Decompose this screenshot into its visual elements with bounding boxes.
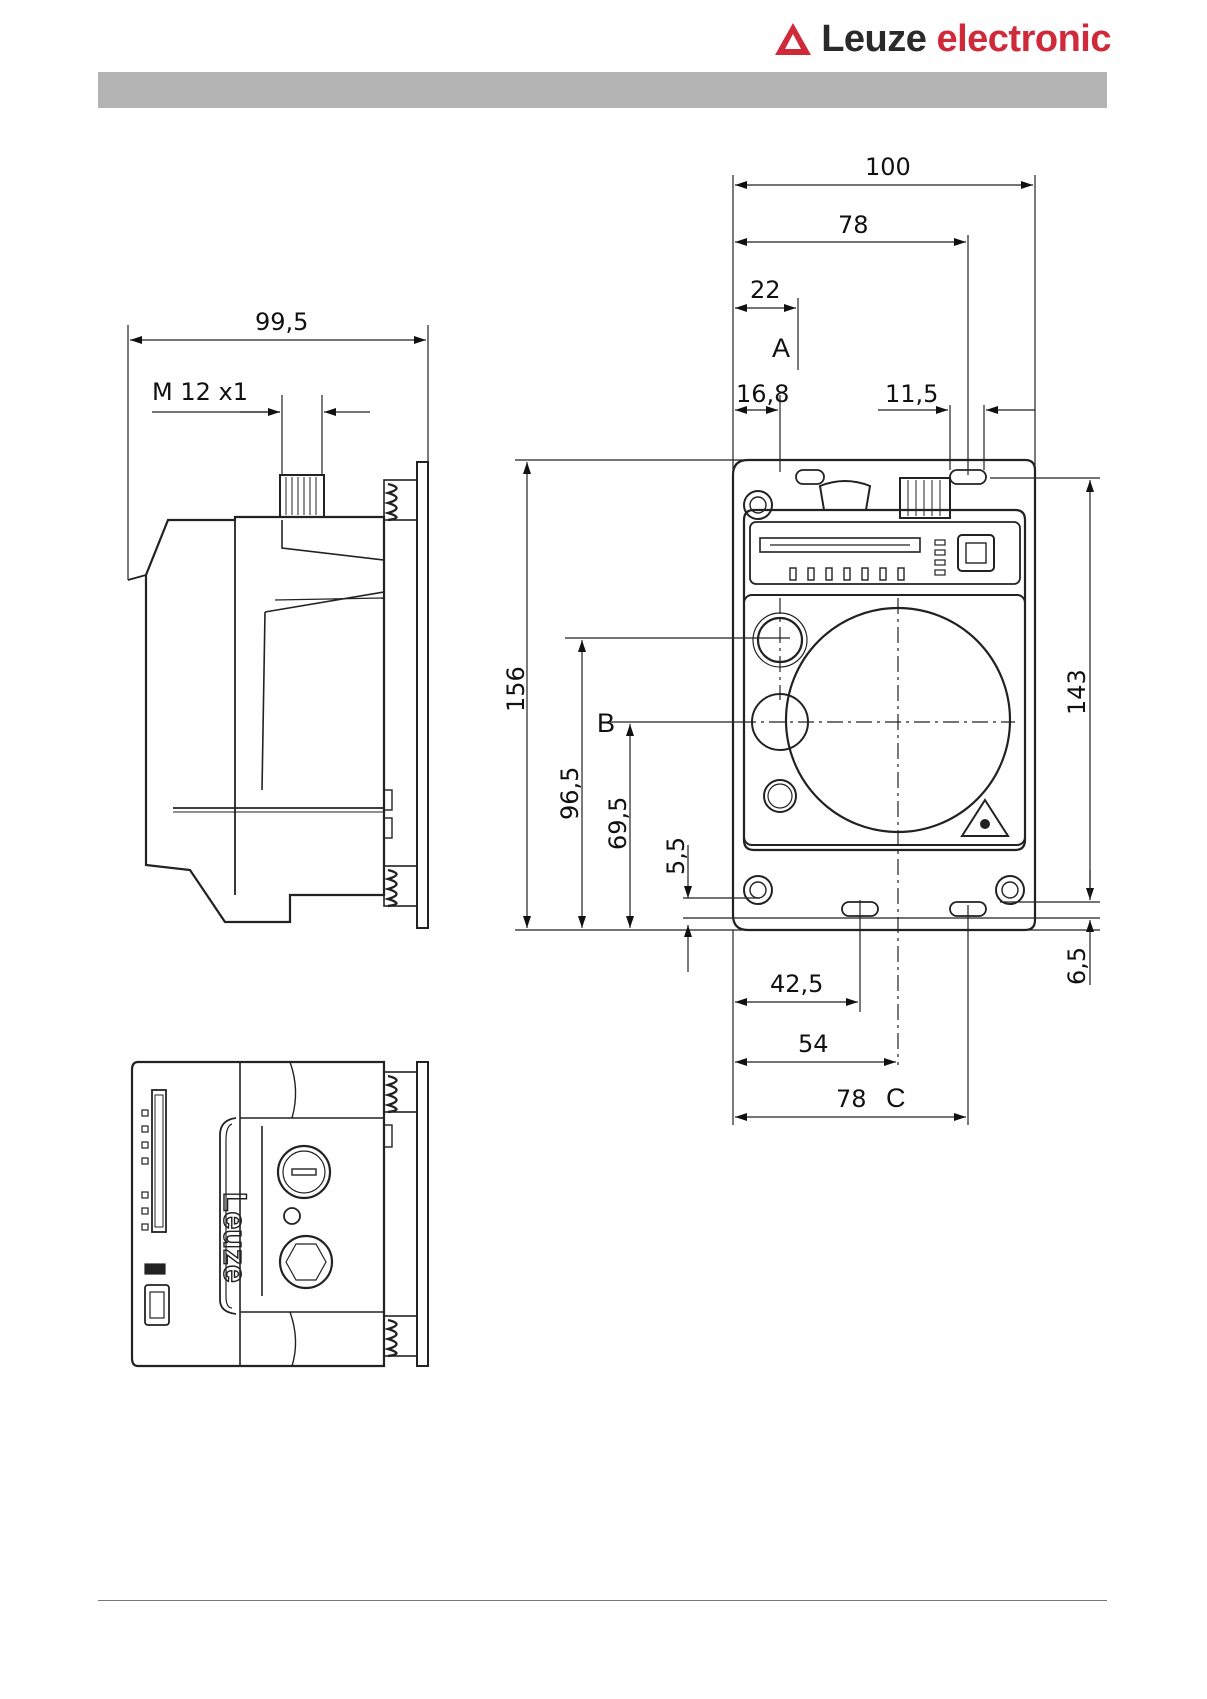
dim-offset-top-hole-left-label: 16,8 bbox=[736, 380, 789, 408]
side-view bbox=[128, 325, 428, 928]
screw-bottom-left bbox=[744, 876, 772, 904]
footer-rule bbox=[98, 1600, 1107, 1601]
thread-label: M 12 x1 bbox=[152, 378, 248, 406]
spring-upper bbox=[388, 484, 397, 520]
marker-a: A bbox=[772, 333, 790, 363]
mounting-plate bbox=[417, 462, 428, 928]
dim-width-bottom-holes-label: 78 bbox=[836, 1085, 867, 1113]
dim-overall-width-label: 99,5 bbox=[255, 308, 308, 336]
spring-lower bbox=[388, 870, 397, 906]
dim-height-b-label: 69,5 bbox=[604, 797, 632, 850]
spring-top-upper bbox=[388, 1076, 397, 1112]
housing-side-outline bbox=[146, 517, 384, 922]
spring-top-lower bbox=[388, 1320, 397, 1356]
screw-bottom-right bbox=[996, 876, 1024, 904]
dim-offset-top-hole-right-label: 11,5 bbox=[885, 380, 938, 408]
dim-offset-a-label: 22 bbox=[750, 276, 781, 304]
screw-top-left bbox=[744, 491, 772, 519]
m12-connector bbox=[280, 475, 324, 517]
indicator-small bbox=[764, 780, 796, 812]
button-square bbox=[958, 535, 994, 571]
top-view bbox=[132, 1062, 428, 1366]
top-knob-upper bbox=[278, 1146, 330, 1198]
dim-offset-bottom-label: 5,5 bbox=[662, 837, 690, 875]
dim-offset-bottom-hole-label: 42,5 bbox=[770, 970, 823, 998]
marker-b: B bbox=[597, 708, 615, 738]
dim-width-top-holes-label: 78 bbox=[838, 211, 869, 239]
dim-height-overall-label: 156 bbox=[502, 666, 530, 712]
dim-offset-bottom-right-label: 6,5 bbox=[1063, 947, 1091, 985]
dim-height-a-label: 96,5 bbox=[556, 767, 584, 820]
top-view-brand-text: Leuze bbox=[217, 1192, 253, 1283]
marker-c: C bbox=[886, 1083, 906, 1113]
top-button bbox=[145, 1285, 169, 1325]
dim-height-holes-label: 143 bbox=[1063, 669, 1091, 715]
dim-offset-c-label: 54 bbox=[798, 1030, 829, 1058]
dim-width-overall-label: 100 bbox=[865, 153, 911, 181]
